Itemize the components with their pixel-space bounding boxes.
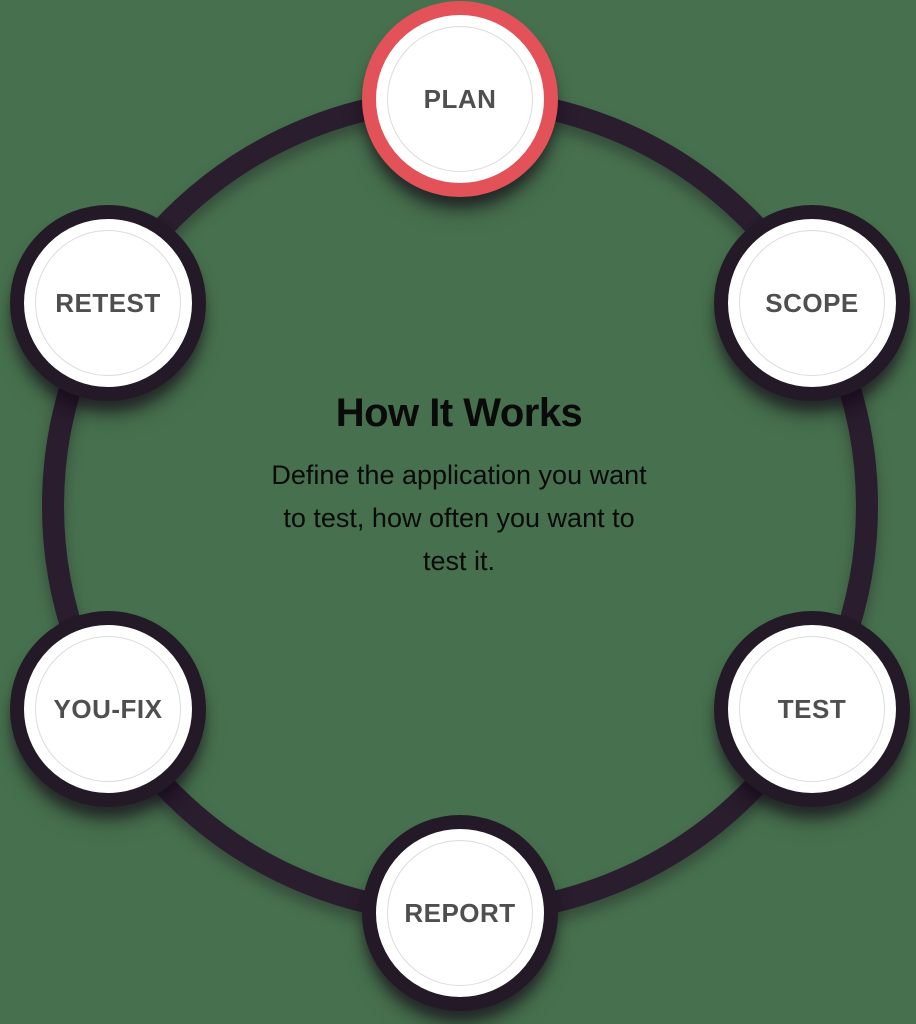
step-label: SCOPE <box>765 287 859 318</box>
node-inner-circle: TEST <box>739 636 885 782</box>
active-step-description: Define the application you want to test,… <box>271 460 647 576</box>
step-node-you-fix[interactable]: YOU-FIX <box>10 611 206 807</box>
step-node-plan[interactable]: PLAN <box>362 1 558 197</box>
step-label: PLAN <box>423 83 497 114</box>
step-node-scope[interactable]: SCOPE <box>714 205 910 401</box>
node-inner-circle: YOU-FIX <box>35 636 181 782</box>
step-label: REPORT <box>404 897 516 928</box>
step-node-test[interactable]: TEST <box>714 611 910 807</box>
step-label: YOU-FIX <box>53 693 163 724</box>
step-label: TEST <box>777 693 847 724</box>
node-inner-circle: REPORT <box>387 840 533 986</box>
step-node-report[interactable]: REPORT <box>362 815 558 1011</box>
node-inner-circle: PLAN <box>387 26 533 172</box>
node-inner-circle: SCOPE <box>739 230 885 376</box>
center-text-block: How It Works Define the application you … <box>264 390 654 583</box>
node-inner-circle: RETEST <box>35 230 181 376</box>
step-label: RETEST <box>55 287 161 318</box>
diagram-title: How It Works <box>335 391 583 435</box>
step-node-retest[interactable]: RETEST <box>10 205 206 401</box>
